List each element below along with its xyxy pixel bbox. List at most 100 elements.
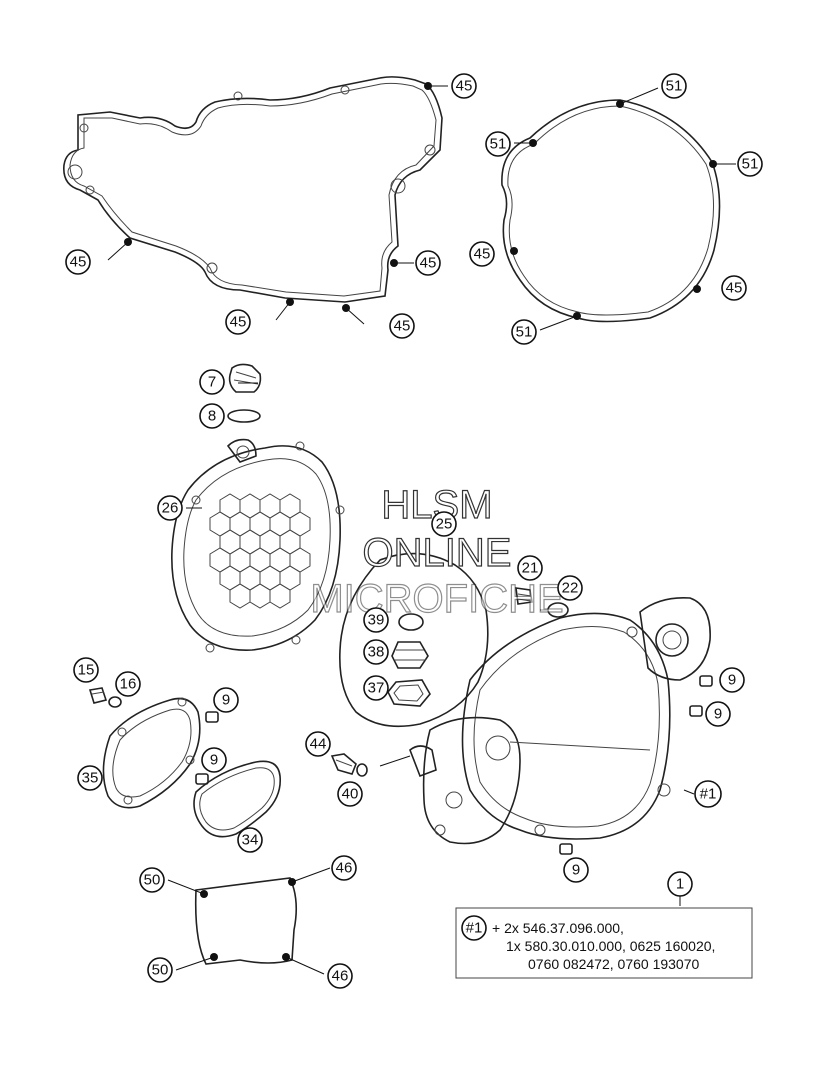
callout-9-c-label: 9 [728,672,736,689]
callout-38: 38 [363,639,389,665]
callout-9-d-label: 9 [714,706,722,723]
o-ring-8 [227,409,261,423]
clutch-cover-gasket-51 [501,99,721,323]
callout-46-a-label: 46 [336,860,353,877]
screw-21 [515,587,533,605]
callout-26-label: 26 [162,500,179,517]
dowel-9-d [689,705,703,717]
callout-45-f-label: 45 [474,246,491,263]
callout-40-label: 40 [342,786,359,803]
callout-16: 16 [115,671,141,697]
outer-clutch-cover-26 [171,438,345,653]
water-pump-gasket-34 [193,760,282,838]
callout-51-a: 51 [661,73,687,99]
callout-1-label: 1 [676,876,684,893]
callout-hash1: #1 [694,780,722,808]
callout-45-e: 45 [389,313,415,339]
callout-37: 37 [363,675,389,701]
callout-22-label: 22 [562,580,579,597]
valve-38 [391,641,429,669]
callout-45-a: 45 [451,73,477,99]
callout-25-label: 25 [436,516,453,533]
callout-21: 21 [517,555,543,581]
o-ring-39 [398,613,424,631]
callout-9-b-label: 9 [210,752,218,769]
seal-ring-16 [108,696,122,708]
callout-46-b-label: 46 [332,968,349,985]
callout-45-b: 45 [65,249,91,275]
callout-45-c-label: 45 [420,255,437,272]
callout-51-b-label: 51 [490,136,507,153]
callout-45-g-label: 45 [726,280,743,297]
gasket-37 [387,679,431,707]
callout-51-c-label: 51 [742,156,759,173]
gasket-50-46 [194,877,298,965]
note-line-3: 0760 082472, 0760 193070 [528,956,699,972]
screw-15 [88,687,108,704]
inner-clutch-cover-1 [409,596,711,845]
callout-50-a: 50 [139,867,165,893]
callout-15: 15 [73,657,99,683]
callout-46-b: 46 [327,963,353,989]
note-ref-badge: #1 [461,915,487,941]
water-pump-cover-35 [102,697,201,809]
callout-45-a-label: 45 [456,78,473,95]
callout-9-e-label: 9 [572,862,580,879]
clutch-cover-gasket-25 [339,552,489,728]
callout-50-b-label: 50 [152,962,169,979]
ignition-cover-gasket-45 [63,76,443,312]
dowel-9-b [195,773,209,785]
note-ref-label: #1 [466,920,483,937]
callout-9-c: 9 [719,667,745,693]
callout-40: 40 [337,781,363,807]
callout-8: 8 [199,403,225,429]
leader-lines [107,85,736,975]
callout-22: 22 [557,575,583,601]
callout-45-d: 45 [225,309,251,335]
callout-1: 1 [667,871,693,897]
callout-21-label: 21 [522,560,539,577]
callout-9-a-label: 9 [222,692,230,709]
callout-45-c: 45 [415,250,441,276]
callout-16-label: 16 [120,676,137,693]
callout-51-a-label: 51 [666,78,683,95]
callout-9-b: 9 [201,747,227,773]
callout-45-b-label: 45 [70,254,87,271]
callout-44-label: 44 [310,736,327,753]
callout-50-a-label: 50 [144,872,161,889]
callout-9-e: 9 [563,857,589,883]
callout-34: 34 [237,827,263,853]
callout-37-label: 37 [368,680,385,697]
callout-hash1-label: #1 [700,786,717,803]
callout-39: 39 [363,607,389,633]
callout-39-label: 39 [368,612,385,629]
callout-51-d-label: 51 [516,324,533,341]
callout-35: 35 [77,765,103,791]
dowel-9-e [559,843,573,855]
callout-45-e-label: 45 [394,318,411,335]
callout-25: 25 [431,511,457,537]
callout-7: 7 [199,369,225,395]
callout-51-d: 51 [511,319,537,345]
callout-9-a: 9 [213,687,239,713]
watermark: HLSM ONLINE MICROFICHE [310,482,565,621]
watermark-line2: ONLINE [363,531,512,575]
callout-46-a: 46 [331,855,357,881]
dowel-9-a [205,711,219,723]
callout-35-label: 35 [82,770,99,787]
callout-38-label: 38 [368,644,385,661]
callout-50-b: 50 [147,957,173,983]
callout-8-label: 8 [208,408,216,425]
callout-9-d: 9 [705,701,731,727]
note-box: #1 + 2x 546.37.096.000, 1x 580.30.010.00… [455,907,753,979]
callout-15-label: 15 [78,662,95,679]
dowel-9-c [699,675,713,687]
washer-40 [356,763,368,777]
watermark-line3: MICROFICHE [310,577,563,621]
screw-44 [330,753,357,775]
oil-filler-plug-7 [228,363,262,393]
note-line-1: + 2x 546.37.096.000, [492,920,624,936]
callout-44: 44 [305,731,331,757]
callout-45-g: 45 [721,275,747,301]
